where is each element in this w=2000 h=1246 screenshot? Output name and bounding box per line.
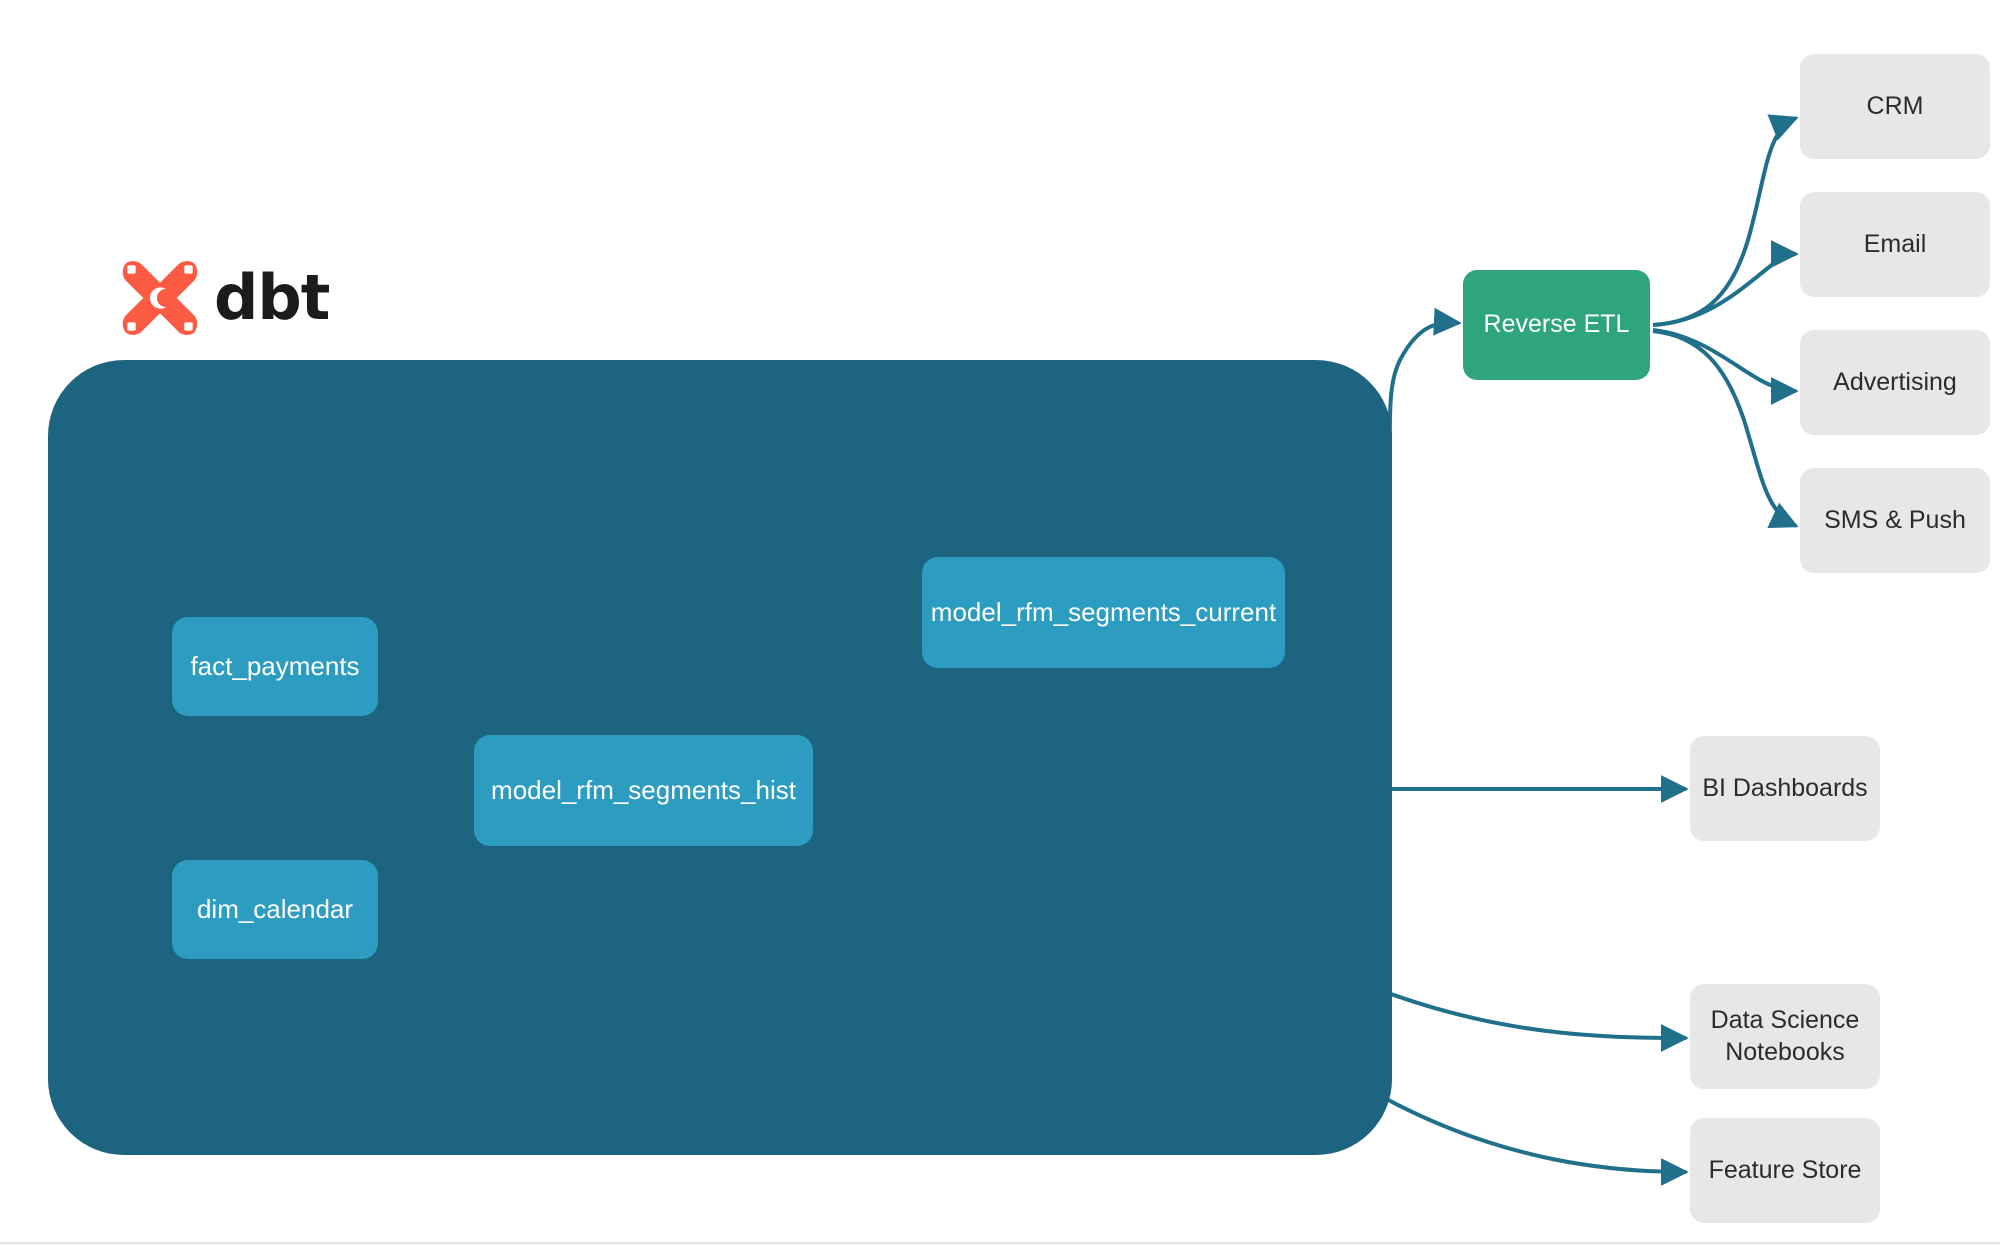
destination-node-bi-dashboards[interactable]: BI Dashboards: [1690, 736, 1880, 841]
dbt-logo-mark-icon: [122, 261, 198, 335]
model-node-label: fact_payments: [190, 651, 360, 682]
destination-label: SMS & Push: [1824, 505, 1966, 534]
model-node-label: model_rfm_segments_hist: [491, 775, 796, 806]
edge-reverse-etl-to-advertising: [1652, 328, 1799, 405]
destination-label-line2: Notebooks: [1725, 1037, 1845, 1066]
destination-label-line1: Data Science: [1710, 1006, 1860, 1035]
destination-label: Data Science Notebooks: [1711, 1005, 1860, 1068]
dbt-logo: dbt: [122, 258, 342, 338]
model-node-dim-calendar[interactable]: dim_calendar: [172, 860, 378, 959]
reverse-etl-label: Reverse ETL: [1483, 310, 1630, 339]
destination-node-advertising[interactable]: Advertising: [1800, 330, 1990, 435]
reverse-etl-node[interactable]: Reverse ETL: [1463, 270, 1650, 380]
model-node-rfm-segments-hist[interactable]: model_rfm_segments_hist: [474, 735, 813, 846]
model-node-label: model_rfm_segments_current: [930, 597, 1277, 628]
model-node-fact-payments[interactable]: fact_payments: [172, 617, 378, 716]
destination-node-email[interactable]: Email: [1800, 192, 1990, 297]
destination-node-feature-store[interactable]: Feature Store: [1690, 1118, 1880, 1223]
destination-label: BI Dashboards: [1702, 773, 1868, 802]
model-node-rfm-segments-current[interactable]: model_rfm_segments_current: [922, 557, 1285, 668]
destination-node-crm[interactable]: CRM: [1800, 54, 1990, 159]
model-node-label: dim_calendar: [196, 894, 354, 925]
destination-node-ds-notebooks[interactable]: Data Science Notebooks: [1690, 984, 1880, 1089]
destination-label: Feature Store: [1708, 1155, 1862, 1184]
edge-reverse-etl-to-crm: [1652, 114, 1799, 327]
destination-node-sms-push[interactable]: SMS & Push: [1800, 468, 1990, 573]
dbt-wordmark: dbt: [214, 261, 330, 334]
edge-reverse-etl-to-sms-push: [1652, 329, 1799, 529]
destination-label: CRM: [1866, 91, 1924, 120]
bottom-divider: [0, 1242, 2000, 1244]
edge-reverse-etl-to-email: [1652, 240, 1799, 327]
destination-label: Email: [1863, 229, 1927, 258]
destination-label: Advertising: [1833, 367, 1957, 396]
